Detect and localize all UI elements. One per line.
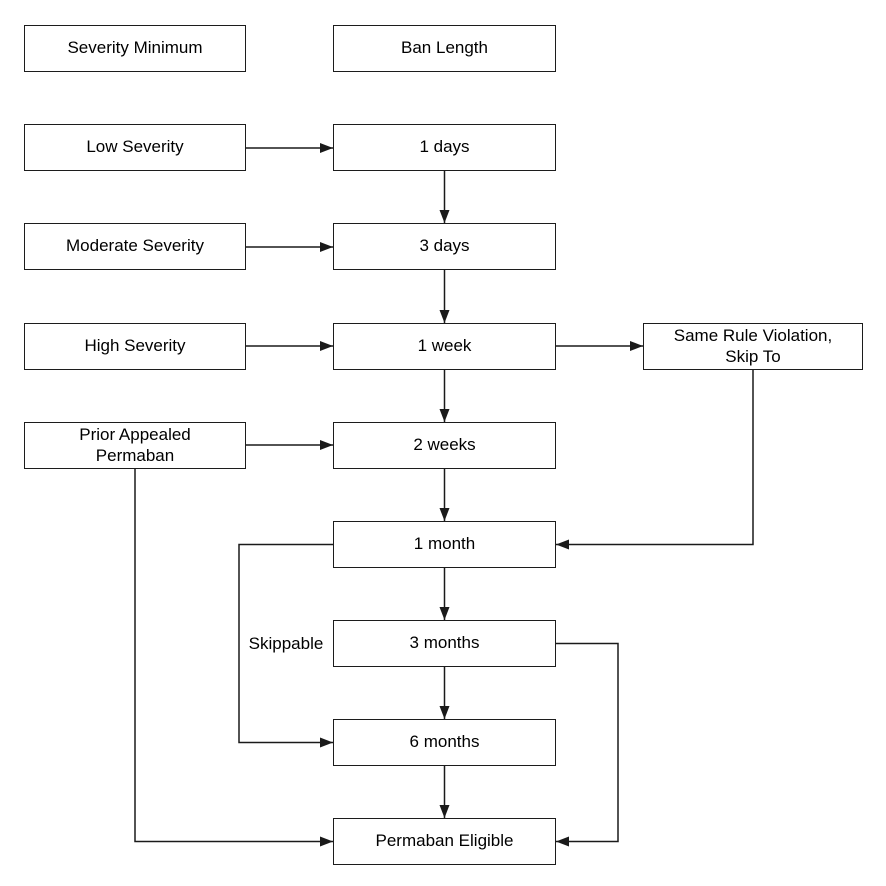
header-severity-minimum: Severity Minimum	[24, 25, 246, 72]
node-same-rule-violation: Same Rule Violation, Skip To	[643, 323, 863, 370]
edge-3months-to-permaban	[556, 642, 619, 847]
node-moderate-severity: Moderate Severity	[24, 223, 246, 270]
node-1-days: 1 days	[333, 124, 556, 171]
node-high-severity: High Severity	[24, 323, 246, 370]
node-6-months: 6 months	[333, 719, 556, 766]
header-ban-length: Ban Length	[333, 25, 556, 72]
edge-skippable-1month-to-6months	[238, 543, 333, 748]
edge-prior-to-permaban	[134, 469, 333, 847]
node-3-days: 3 days	[333, 223, 556, 270]
node-1-month: 1 month	[333, 521, 556, 568]
node-permaban-eligible: Permaban Eligible	[333, 818, 556, 865]
node-1-week: 1 week	[333, 323, 556, 370]
node-prior-appealed-permaban: Prior Appealed Permaban	[24, 422, 246, 469]
node-3-months: 3 months	[333, 620, 556, 667]
node-2-weeks: 2 weeks	[333, 422, 556, 469]
label-skippable: Skippable	[245, 634, 327, 654]
edge-same-rule-to-1month	[556, 370, 754, 550]
node-low-severity: Low Severity	[24, 124, 246, 171]
